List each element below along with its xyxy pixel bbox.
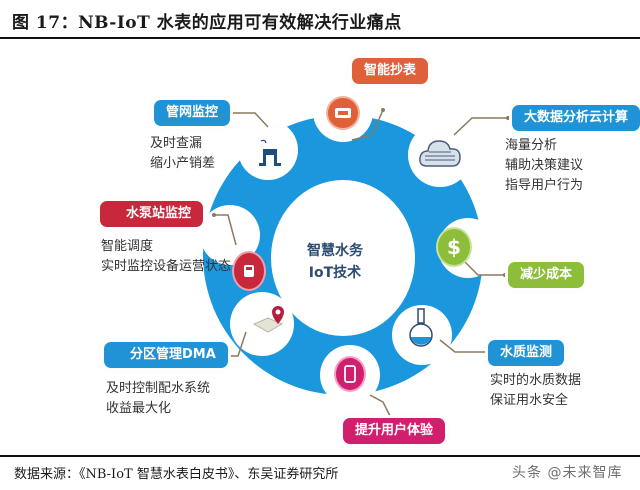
meter-icon <box>326 96 360 130</box>
label-big-data: 大数据分析云计算 <box>512 105 640 131</box>
label-reduce-cost: 减少成本 <box>508 262 585 288</box>
pipe-icon <box>254 132 286 172</box>
bottom-rule <box>0 455 640 457</box>
desc-line: 智能调度 <box>101 239 154 254</box>
desc-line: 缩小产销差 <box>150 156 216 171</box>
map-pin-icon <box>252 302 292 342</box>
desc-line: 及时控制配水系统 <box>106 381 211 396</box>
top-rule <box>0 37 640 39</box>
pump-icon <box>232 251 266 291</box>
dollar-icon: $ <box>436 227 472 267</box>
label-smart-meter: 智能抄表 <box>352 58 429 84</box>
desc-dma: 及时控制配水系统 收益最大化 <box>106 379 210 419</box>
desc-line: 海量分析 <box>505 138 558 153</box>
figure-source: 数据来源：《NB-IoT 智慧水表白皮书》、东吴证券研究所 <box>14 467 339 482</box>
desc-line: 实时监控设备运营状态 <box>101 259 232 274</box>
desc-pump-station: 智能调度 实时监控设备运营状态 <box>101 237 231 277</box>
desc-line: 指导用户行为 <box>505 178 584 193</box>
desc-water-quality: 实时的水质数据 保证用水安全 <box>490 371 581 411</box>
phone-icon <box>334 356 366 392</box>
desc-big-data: 海量分析 辅助决策建议 指导用户行为 <box>505 136 583 196</box>
desc-line: 及时查漏 <box>150 136 203 151</box>
center-label: 智慧水务 IoT技术 <box>290 240 380 284</box>
desc-line: 保证用水安全 <box>490 393 569 408</box>
desc-pipe-network: 及时查漏 缩小产销差 <box>150 134 215 174</box>
label-water-quality: 水质监测 <box>488 340 565 366</box>
cloud-icon <box>416 132 464 174</box>
center-line-1: 智慧水务 <box>307 243 363 259</box>
desc-line: 辅助决策建议 <box>505 158 584 173</box>
desc-line: 实时的水质数据 <box>490 373 582 388</box>
diagram-canvas: 智慧水务 IoT技术 智能抄表 大数据分析云计算 海量分析 辅助决策建议 指导用… <box>0 40 640 454</box>
flask-icon <box>404 306 438 350</box>
desc-line: 收益最大化 <box>106 401 172 416</box>
label-pump-station: 水泵站监控 <box>100 201 204 227</box>
center-line-2: IoT技术 <box>308 265 362 281</box>
label-user-experience: 提升用户体验 <box>343 418 446 444</box>
label-pipe-network: 管网监控 <box>154 100 231 126</box>
watermark: 头条 @未来智库 <box>512 465 623 481</box>
label-dma: 分区管理DMA <box>104 342 228 368</box>
figure-title: 图 17：NB-IoT 水表的应用可有效解决行业痛点 <box>12 13 402 33</box>
